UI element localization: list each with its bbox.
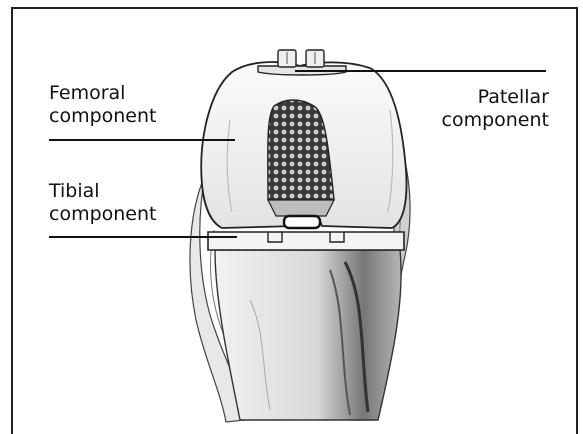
patellar-label-line1: Patellar <box>442 86 550 109</box>
patellar-label: Patellar component <box>442 86 550 132</box>
femoral-component <box>201 62 406 228</box>
tibial-label-line2: component <box>49 203 157 226</box>
tibial-tray <box>208 232 404 250</box>
patellar-label-line2: component <box>442 109 550 132</box>
patellar-leader-line <box>295 70 546 72</box>
femoral-label: Femoral component <box>49 82 157 128</box>
femoral-label-line2: component <box>49 105 157 128</box>
tibia-bone <box>215 250 401 420</box>
femoral-leader-line <box>49 139 235 141</box>
tibial-label: Tibial component <box>49 180 157 226</box>
tibial-leader-line <box>49 236 237 238</box>
tibial-label-line1: Tibial <box>49 180 157 203</box>
femoral-label-line1: Femoral <box>49 82 157 105</box>
